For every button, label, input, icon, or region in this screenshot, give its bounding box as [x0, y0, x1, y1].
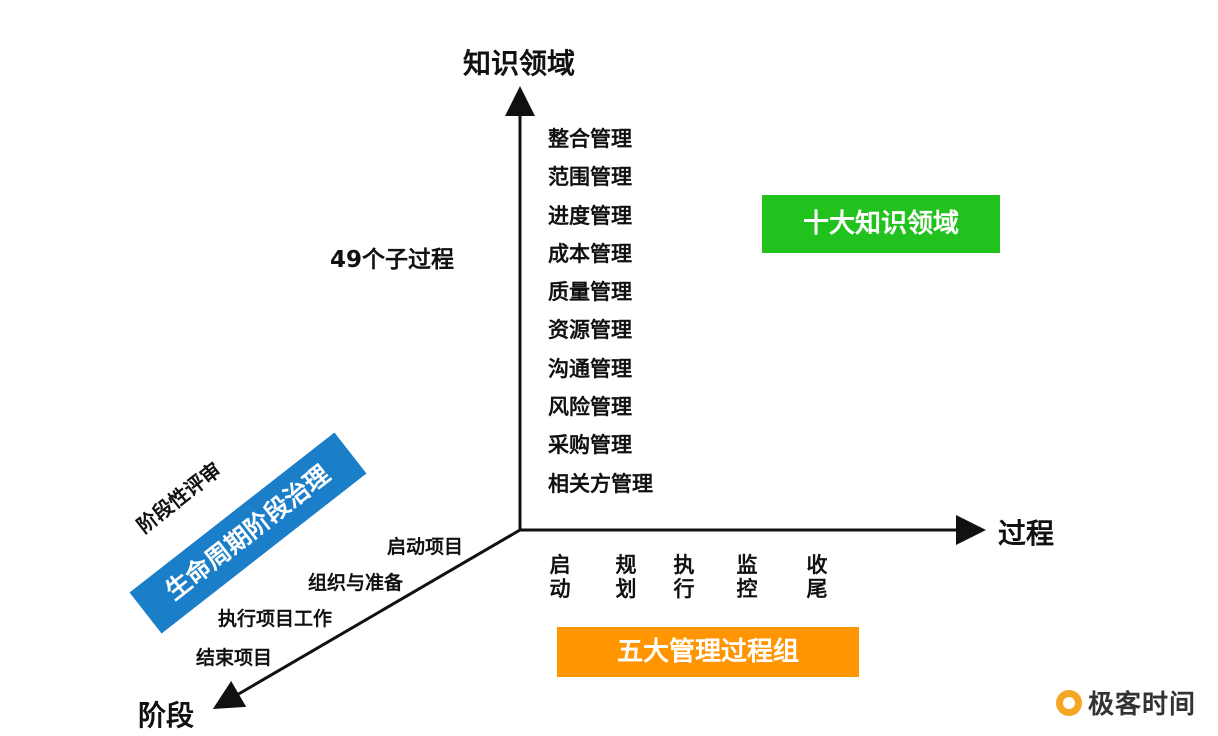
subprocess-count-label: 49个子过程 [330, 247, 455, 273]
ten-knowledge-areas-banner: 十大知识领域 [762, 195, 1000, 253]
watermark: 极客时间 [1055, 684, 1196, 721]
knowledge-area-item: 沟通管理 [548, 356, 632, 381]
knowledge-area-item: 风险管理 [548, 395, 632, 420]
process-axis-title: 过程 [998, 517, 1055, 550]
knowledge-area-item: 相关方管理 [548, 471, 653, 496]
phase-start-project: 启动项目 [387, 536, 464, 558]
knowledge-area-item: 整合管理 [548, 127, 632, 151]
process-group-closing: 收尾 [806, 553, 828, 601]
process-group-monitoring: 监控 [736, 553, 758, 601]
knowledge-areas-axis-title: 知识领域 [463, 47, 576, 80]
phase-execute-work: 执行项目工作 [218, 608, 333, 630]
knowledge-area-item: 质量管理 [548, 280, 632, 305]
knowledge-area-item: 进度管理 [548, 203, 632, 228]
process-group-planning: 规划 [615, 553, 637, 601]
geektime-logo-icon [1055, 689, 1082, 716]
process-group-executing: 执行 [673, 553, 695, 601]
diagonal-axis [212, 528, 521, 710]
phase-axis-title: 阶段 [138, 699, 195, 732]
five-process-groups-banner: 五大管理过程组 [557, 627, 859, 677]
knowledge-areas-list: 整合管理 范围管理 进度管理 成本管理 质量管理 资源管理 沟通管理 风险管理 … [548, 124, 653, 507]
knowledge-area-item: 采购管理 [548, 433, 632, 458]
watermark-text: 极客时间 [1087, 690, 1196, 720]
knowledge-area-item: 成本管理 [548, 241, 632, 266]
process-group-initiating: 启动 [549, 553, 571, 601]
knowledge-area-item: 范围管理 [548, 165, 632, 190]
phase-close-project: 结束项目 [196, 647, 273, 669]
phase-organize-prepare: 组织与准备 [308, 572, 404, 594]
knowledge-area-item: 资源管理 [548, 318, 632, 343]
